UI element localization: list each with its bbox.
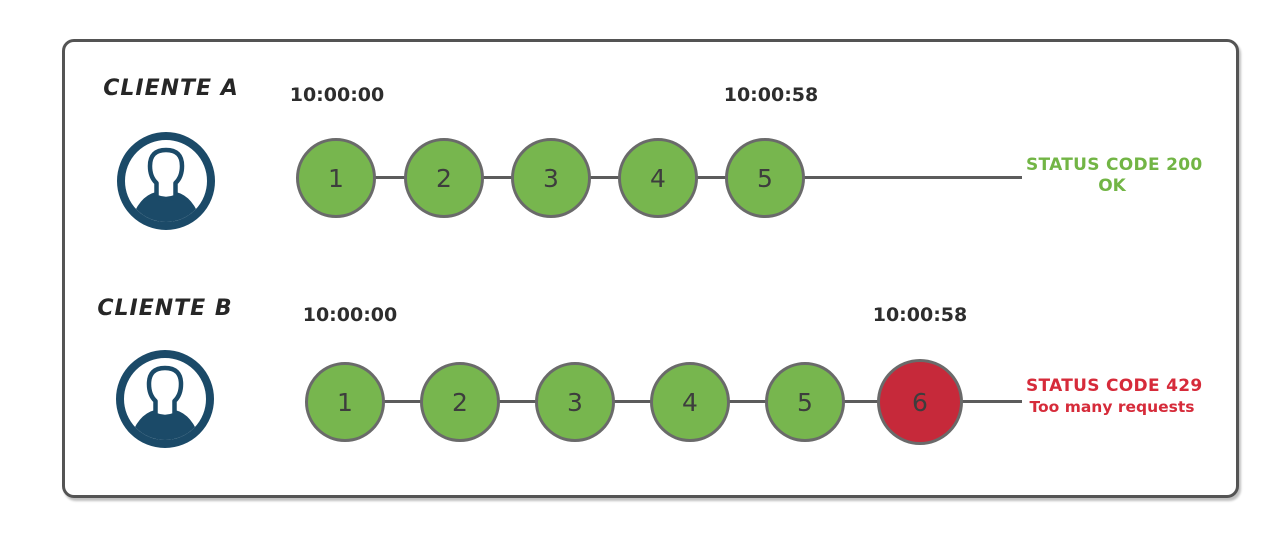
user-avatar-icon — [116, 131, 216, 231]
request-number: 5 — [797, 387, 813, 417]
client-b-status: STATUS CODE 429 Too many requests — [1026, 376, 1203, 418]
request-circle: 4 — [618, 138, 698, 218]
request-number: 5 — [757, 163, 773, 193]
request-number: 3 — [543, 163, 559, 193]
client-a-end-time: 10:00:58 — [723, 84, 819, 106]
client-a-status: STATUS CODE 200 OK — [1026, 155, 1203, 197]
client-b-start-time: 10:00:00 — [302, 304, 398, 326]
client-a-label: CLIENTE A — [103, 76, 239, 101]
request-circle: 2 — [404, 138, 484, 218]
request-circle: 3 — [535, 362, 615, 442]
request-circle: 4 — [650, 362, 730, 442]
request-circle: 1 — [296, 138, 376, 218]
client-b-label: CLIENTE B — [97, 296, 233, 321]
request-number: 4 — [682, 387, 698, 417]
status-message-text: OK — [1098, 176, 1126, 196]
request-number: 2 — [436, 163, 452, 193]
outer-frame — [62, 39, 1239, 498]
request-circle: 5 — [765, 362, 845, 442]
request-number: 6 — [912, 387, 928, 417]
request-circle: 1 — [305, 362, 385, 442]
request-number: 1 — [337, 387, 353, 417]
request-number: 4 — [650, 163, 666, 193]
request-number: 1 — [328, 163, 344, 193]
request-circle: 6 — [877, 359, 963, 445]
status-code-text: STATUS CODE 200 — [1026, 155, 1203, 175]
status-code-text: STATUS CODE 429 — [1026, 376, 1203, 396]
request-number: 2 — [452, 387, 468, 417]
status-message-text: Too many requests — [1029, 398, 1195, 416]
user-avatar-icon — [115, 349, 215, 449]
client-b-end-time: 10:00:58 — [872, 304, 968, 326]
request-circle: 5 — [725, 138, 805, 218]
request-circle: 3 — [511, 138, 591, 218]
request-number: 3 — [567, 387, 583, 417]
client-a-start-time: 10:00:00 — [289, 84, 385, 106]
request-circle: 2 — [420, 362, 500, 442]
